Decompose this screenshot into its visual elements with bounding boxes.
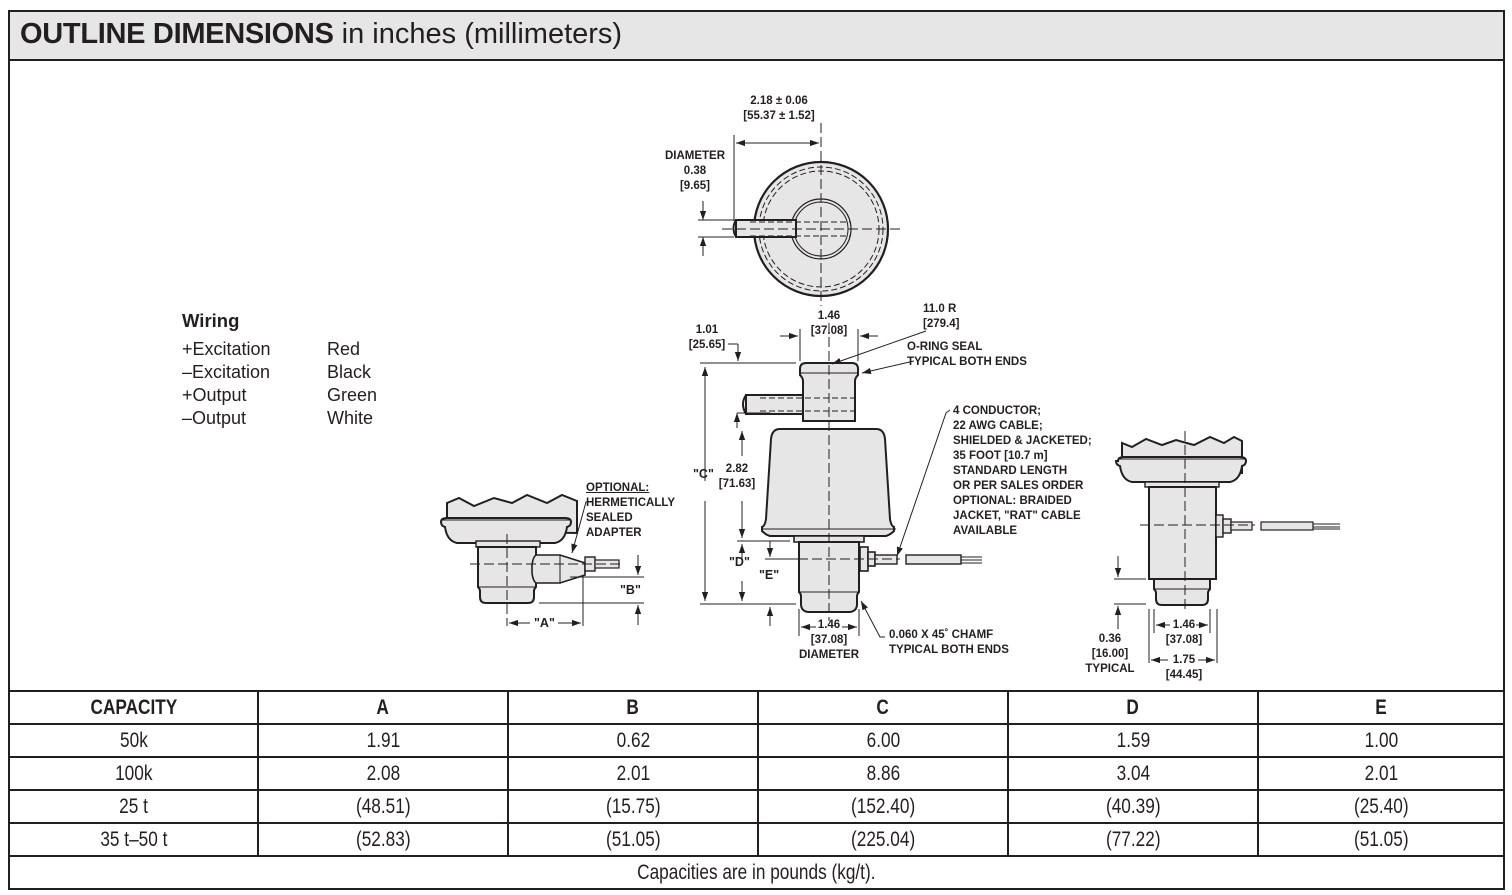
label-c: "C" (693, 467, 714, 481)
top-width-label: 2.18 ± 0.06[55.37 ± 1.52] (743, 95, 815, 122)
table-cell: 3.04 (1007, 756, 1259, 791)
title-bold: OUTLINE DIMENSIONS (20, 18, 334, 50)
label-d: "D" (729, 555, 750, 569)
load-cell-body (761, 428, 895, 537)
table-cell: (15.75) (507, 789, 759, 824)
wiring-color: Green (327, 385, 378, 405)
table-cell: (25.40) (1257, 789, 1503, 824)
table-cell: (51.05) (507, 822, 759, 857)
side-top-width-label: 1.46[37.08] (810, 310, 848, 337)
table-cell: (77.22) (1007, 822, 1259, 857)
wiring-row: –Output White (182, 407, 377, 430)
bottom-diameter-label: 1.46[37.08]DIAMETER (798, 619, 860, 661)
wiring-color: Black (327, 362, 372, 382)
groove-typical-label: 0.36[16.00]TYPICAL (1085, 633, 1135, 675)
section-header: OUTLINE DIMENSIONS in inches (millimeter… (10, 12, 1503, 61)
wiring-signal: –Excitation (182, 362, 271, 382)
table-cell: 50k (10, 723, 259, 758)
cable-notes: 4 CONDUCTOR;22 AWG CABLE;SHIELDED & JACK… (953, 405, 1092, 537)
right-view-drawing (1114, 431, 1340, 664)
right-outer-width-label: 1.75[44.45] (1165, 654, 1203, 681)
table-cell: 6.00 (757, 723, 1009, 758)
table-row: 35 t–50 t(52.83)(51.05)(225.04)(77.22)(5… (10, 822, 1503, 857)
wiring-signal: +Output (182, 385, 247, 405)
right-inner-width-label: 1.46[37.08] (1165, 619, 1203, 646)
table-cell: 2.08 (257, 756, 509, 791)
table-cell: (152.40) (757, 789, 1009, 824)
wiring-color: Red (327, 339, 361, 359)
table-cell: 0.62 (507, 723, 759, 758)
table-cell: 1.91 (257, 723, 509, 758)
table-cell: 100k (10, 756, 259, 791)
table-cell: (40.39) (1007, 789, 1259, 824)
wiring-signal: –Output (182, 408, 247, 428)
body-height-label: 2.82[71.63] (718, 463, 756, 490)
wiring-legend: Wiring +Excitation Red –Excitation Black +… (182, 309, 377, 430)
radius-label: 11.0 R[279.4] (923, 303, 960, 330)
table-cell: (52.83) (257, 822, 509, 857)
table-header-row: CAPACITY A B C D E (10, 690, 1503, 725)
wiring-signal: +Excitation (182, 339, 271, 359)
pin-offset-label: 1.01[25.65] (688, 324, 726, 351)
table-cell: 35 t–50 t (10, 822, 259, 857)
wiring-title: Wiring (182, 310, 240, 331)
drawing-svg (439, 123, 1340, 664)
table-cell: 25 t (10, 789, 259, 824)
table-footnote: Capacities are in pounds (kg/t). (10, 855, 1503, 888)
top-view-drawing (698, 123, 902, 306)
table-cell: (51.05) (1257, 822, 1503, 857)
side-view-drawing (700, 323, 982, 638)
table-cell: (225.04) (757, 822, 1009, 857)
column-header: C (757, 690, 1009, 725)
table-cell: 8.86 (757, 756, 1009, 791)
table-footnote-row: Capacities are in pounds (kg/t). (10, 855, 1503, 888)
title-units: in inches (millimeters) (333, 18, 623, 50)
label-b: "B" (620, 583, 641, 597)
table-cell: 1.59 (1007, 723, 1259, 758)
wiring-row: +Excitation Red (182, 338, 377, 361)
column-header: A (257, 690, 509, 725)
adapter-view-drawing (439, 493, 644, 627)
wiring-row: +Output Green (182, 384, 377, 407)
outline-dimensions-panel: OUTLINE DIMENSIONS in inches (millimeter… (8, 10, 1505, 890)
label-e: "E" (759, 568, 780, 582)
wiring-row: –Excitation Black (182, 361, 377, 384)
table-cell: 1.00 (1257, 723, 1503, 758)
column-header: CAPACITY (10, 690, 259, 725)
section-title: OUTLINE DIMENSIONS in inches (millimeter… (20, 18, 622, 51)
column-header: B (507, 690, 759, 725)
table-cell: 2.01 (1257, 756, 1503, 791)
dimension-drawing: Wiring +Excitation Red –Excitation Black +… (10, 61, 1503, 691)
wiring-color: White (327, 408, 374, 428)
table-cell: 2.01 (507, 756, 759, 791)
table-cell: (48.51) (257, 789, 509, 824)
label-a: "A" (534, 616, 555, 630)
table-row: 25 t(48.51)(15.75)(152.40)(40.39)(25.40) (10, 789, 1503, 824)
column-header: D (1007, 690, 1259, 725)
column-header: E (1257, 690, 1503, 725)
